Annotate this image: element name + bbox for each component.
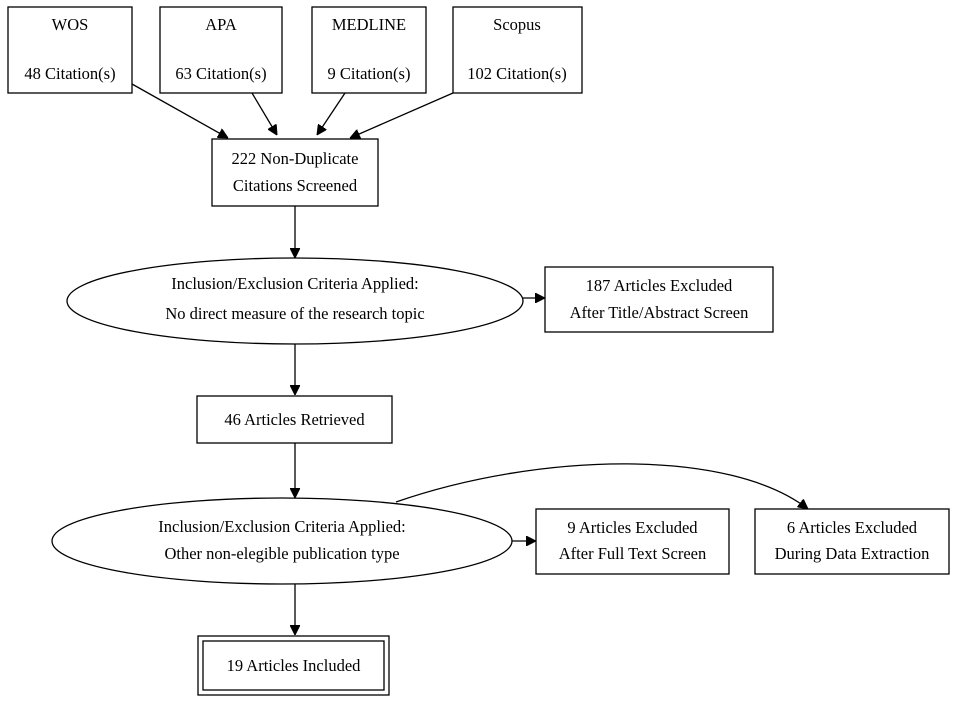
source-node-scopus: Scopus 102 Citation(s) — [452, 6, 583, 94]
criteria2-node: Inclusion/Exclusion Criteria Applied: Ot… — [51, 497, 513, 585]
retrieved-node: 46 Articles Retrieved — [196, 395, 393, 444]
excluded1-node: 187 Articles Excluded After Title/Abstra… — [544, 266, 774, 333]
source-node-wos: WOS 48 Citation(s) — [7, 6, 133, 94]
excluded1-line1: 187 Articles Excluded — [586, 276, 733, 295]
edge-criteria2-to-excluded3 — [395, 463, 808, 509]
source-node-apa: APA 63 Citation(s) — [159, 6, 283, 94]
retrieved-label: 46 Articles Retrieved — [224, 410, 365, 429]
excluded2-node: 9 Articles Excluded After Full Text Scre… — [535, 508, 730, 575]
screened-line1: 222 Non-Duplicate — [232, 149, 359, 168]
excluded1-line2: After Title/Abstract Screen — [570, 303, 749, 322]
criteria2-line2: Other non-elegible publication type — [164, 544, 399, 563]
excluded3-node: 6 Articles Excluded During Data Extracti… — [754, 508, 950, 575]
screened-line2: Citations Screened — [233, 176, 358, 195]
included-node: 19 Articles Included — [197, 635, 390, 696]
source-name: MEDLINE — [332, 15, 406, 34]
source-name: APA — [205, 15, 237, 34]
source-count: 48 Citation(s) — [24, 64, 115, 83]
criteria1-line1: Inclusion/Exclusion Criteria Applied: — [171, 274, 418, 293]
edge-scopus-to-screened — [350, 92, 454, 138]
excluded2-line1: 9 Articles Excluded — [567, 518, 698, 537]
screened-node: 222 Non-Duplicate Citations Screened — [211, 138, 379, 207]
source-count: 9 Citation(s) — [328, 64, 411, 83]
criteria1-line2: No direct measure of the research topic — [165, 304, 424, 323]
criteria1-node: Inclusion/Exclusion Criteria Applied: No… — [66, 257, 524, 345]
source-count: 102 Citation(s) — [467, 64, 566, 83]
included-label: 19 Articles Included — [227, 656, 362, 675]
excluded3-line1: 6 Articles Excluded — [787, 518, 918, 537]
source-name: Scopus — [493, 15, 541, 34]
source-node-medline: MEDLINE 9 Citation(s) — [311, 6, 427, 94]
edge-apa-to-screened — [251, 92, 277, 135]
edge-wos-to-screened — [131, 83, 228, 139]
excluded2-line2: After Full Text Screen — [559, 544, 706, 563]
excluded3-line2: During Data Extraction — [775, 544, 930, 563]
edge-medline-to-screened — [317, 92, 346, 135]
criteria2-line1: Inclusion/Exclusion Criteria Applied: — [158, 517, 405, 536]
source-count: 63 Citation(s) — [175, 64, 266, 83]
source-name: WOS — [52, 15, 89, 34]
